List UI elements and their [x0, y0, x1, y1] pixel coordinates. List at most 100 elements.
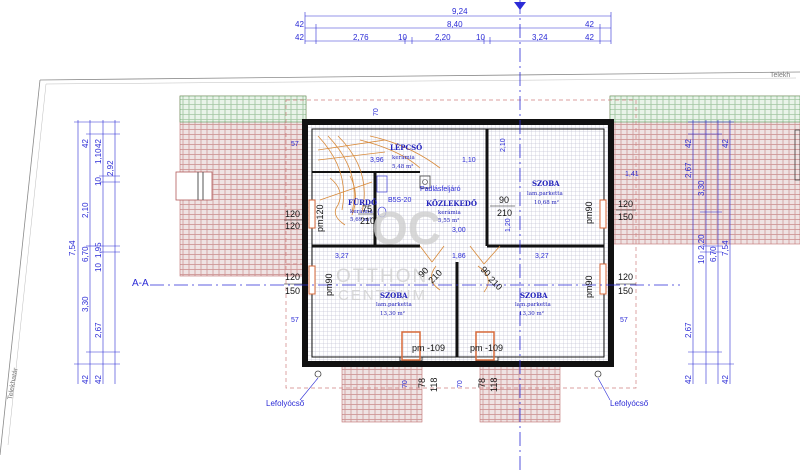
open-w2: 120	[285, 272, 300, 282]
right-dimensions	[688, 120, 734, 384]
rdim-c1-2: 3,30	[697, 180, 706, 196]
svg-text:13,30 m²: 13,30 m²	[380, 310, 405, 317]
room-stair: LÉPCSŐ kerámia 5,48 m²	[390, 143, 422, 170]
open-w4: 120	[618, 272, 633, 282]
downpipes: Lefolyócső Lefolyócső	[266, 377, 649, 408]
svg-text:KÖZLEKEDŐ: KÖZLEKEDŐ	[426, 199, 477, 208]
svg-text:SZOBA: SZOBA	[520, 291, 548, 300]
ldim-c4-0: 2,92	[106, 160, 115, 176]
room-hall: KÖZLEKEDŐ kerámia 5,55 m²	[426, 199, 477, 224]
rdim-c1-0: 42	[684, 139, 693, 148]
svg-text:CENTRUM: CENTRUM	[338, 287, 427, 304]
dim-r3-5: 3,24	[532, 33, 548, 42]
svg-text:70: 70	[373, 108, 380, 116]
svg-text:lam.parketta: lam.parketta	[527, 191, 563, 197]
svg-text:SZOBA: SZOBA	[380, 291, 408, 300]
svg-text:kerámia: kerámia	[438, 209, 461, 216]
svg-text:OTTHON: OTTHON	[336, 266, 428, 287]
svg-text:LÉPCSŐ: LÉPCSŐ	[390, 143, 422, 152]
rdim-c2-0: 42	[721, 139, 730, 148]
open-d-bath2: 210	[360, 216, 375, 226]
svg-text:5,48 m²: 5,48 m²	[392, 163, 413, 170]
svg-text:57: 57	[291, 317, 299, 324]
svg-text:B5S-20: B5S-20	[388, 197, 411, 204]
ldim-c2-0: 42	[81, 139, 90, 148]
open-pm2: pm90	[324, 273, 334, 296]
svg-text:2,10: 2,10	[500, 138, 507, 152]
svg-text:OC: OC	[372, 202, 441, 254]
open-pm4: pm90	[584, 275, 594, 298]
ldim-c3-6: 42	[94, 375, 103, 384]
inner-dims: 3,96 1,10 3,27 3,27 1,86 3,00 2,10 1,20 …	[291, 108, 639, 388]
svg-text:lam.parketta: lam.parketta	[376, 302, 412, 308]
rdim-c2-2: 42	[721, 375, 730, 384]
dim-r3-6: 42	[585, 33, 594, 42]
open-w2b: 150	[285, 286, 300, 296]
open-w1b: 120	[285, 221, 300, 231]
svg-text:lam.parketta: lam.parketta	[515, 302, 551, 308]
dim-r2-2: 42	[585, 20, 594, 29]
open-w3: 120	[618, 199, 633, 209]
svg-text:1,20: 1,20	[505, 218, 512, 232]
svg-text:57: 57	[291, 141, 299, 148]
room-bath: FÜRDŐ kerámia 5,69 m²	[348, 198, 377, 223]
ldim-c2-1: 2,10	[81, 202, 90, 218]
dim-r3-1: 2,76	[353, 33, 369, 42]
open-v118a: 118	[429, 378, 439, 392]
ldim-c2-2: 6,70	[81, 246, 90, 262]
rdim-c1-1: 2,67	[684, 162, 693, 178]
open-v78b: 78	[477, 378, 487, 388]
svg-text:3,27: 3,27	[335, 253, 349, 260]
open-d-bath: 75	[362, 204, 372, 214]
building	[302, 119, 614, 378]
ldim-c3-5: 2,67	[94, 322, 103, 338]
room-se: SZOBA lam.parketta 13,30 m²	[515, 291, 551, 317]
ldim-c3-2: 10	[94, 177, 103, 186]
ldim-c2-4: 42	[81, 375, 90, 384]
svg-text:SZOBA: SZOBA	[532, 179, 560, 188]
svg-text:1,41: 1,41	[625, 171, 639, 178]
section-line: A-A	[132, 278, 680, 289]
rdim-c1-6: 2,67	[684, 322, 693, 338]
svg-text:kerámia: kerámia	[350, 208, 373, 215]
watermark: OC OTTHON CENTRUM	[336, 202, 441, 304]
rdim-c1-4: 10	[697, 255, 706, 264]
rdim-c1-7: 42	[684, 375, 693, 384]
dim-r3-2: 10	[398, 33, 407, 42]
left-dimensions	[74, 120, 120, 384]
svg-text:1,10: 1,10	[462, 157, 476, 164]
open-w4b: 150	[618, 286, 633, 296]
open-win-s2: pm -109	[470, 343, 503, 353]
ldim-c1-0: 7,54	[68, 240, 77, 256]
svg-text:3,96: 3,96	[370, 157, 384, 164]
dim-r2-0: 42	[295, 20, 304, 29]
open-d-hall: 90	[499, 195, 509, 205]
svg-text:1,86: 1,86	[452, 253, 466, 260]
open-v78a: 78	[417, 378, 427, 388]
open-pm3: pm90	[584, 201, 594, 224]
svg-text:13,30 m²: 13,30 m²	[519, 310, 544, 317]
rdim-c1-5: 6,70	[709, 246, 718, 262]
open-w3b: 150	[618, 212, 633, 222]
svg-text:10,68 m²: 10,68 m²	[534, 199, 559, 206]
rdim-c1-3: 2,20	[697, 234, 706, 250]
attic-hatch-label: Padlásfeljáró	[420, 186, 461, 193]
dim-r2-1: 8,40	[447, 20, 463, 29]
open-win-s1: pm -109	[412, 343, 445, 353]
ldim-c3-0: 42	[94, 139, 103, 148]
open-pm1: pm120	[315, 204, 325, 232]
svg-text:kerámia: kerámia	[392, 154, 415, 161]
dim-r3-3: 2,20	[435, 33, 451, 42]
ldim-c2-3: 3,30	[81, 296, 90, 312]
top-dimensions	[304, 12, 612, 44]
dim-overall: 9,24	[452, 7, 468, 16]
svg-text:3,27: 3,27	[535, 253, 549, 260]
svg-text:70: 70	[402, 380, 409, 388]
dim-r3-0: 42	[295, 33, 304, 42]
telekhatar-top-label: Telekh	[770, 72, 790, 79]
downpipe-left-label: Lefolyócső	[266, 399, 305, 408]
dim-r3-4: 10	[476, 33, 485, 42]
axis-marker	[514, 2, 526, 10]
open-w1: 120	[285, 209, 300, 219]
